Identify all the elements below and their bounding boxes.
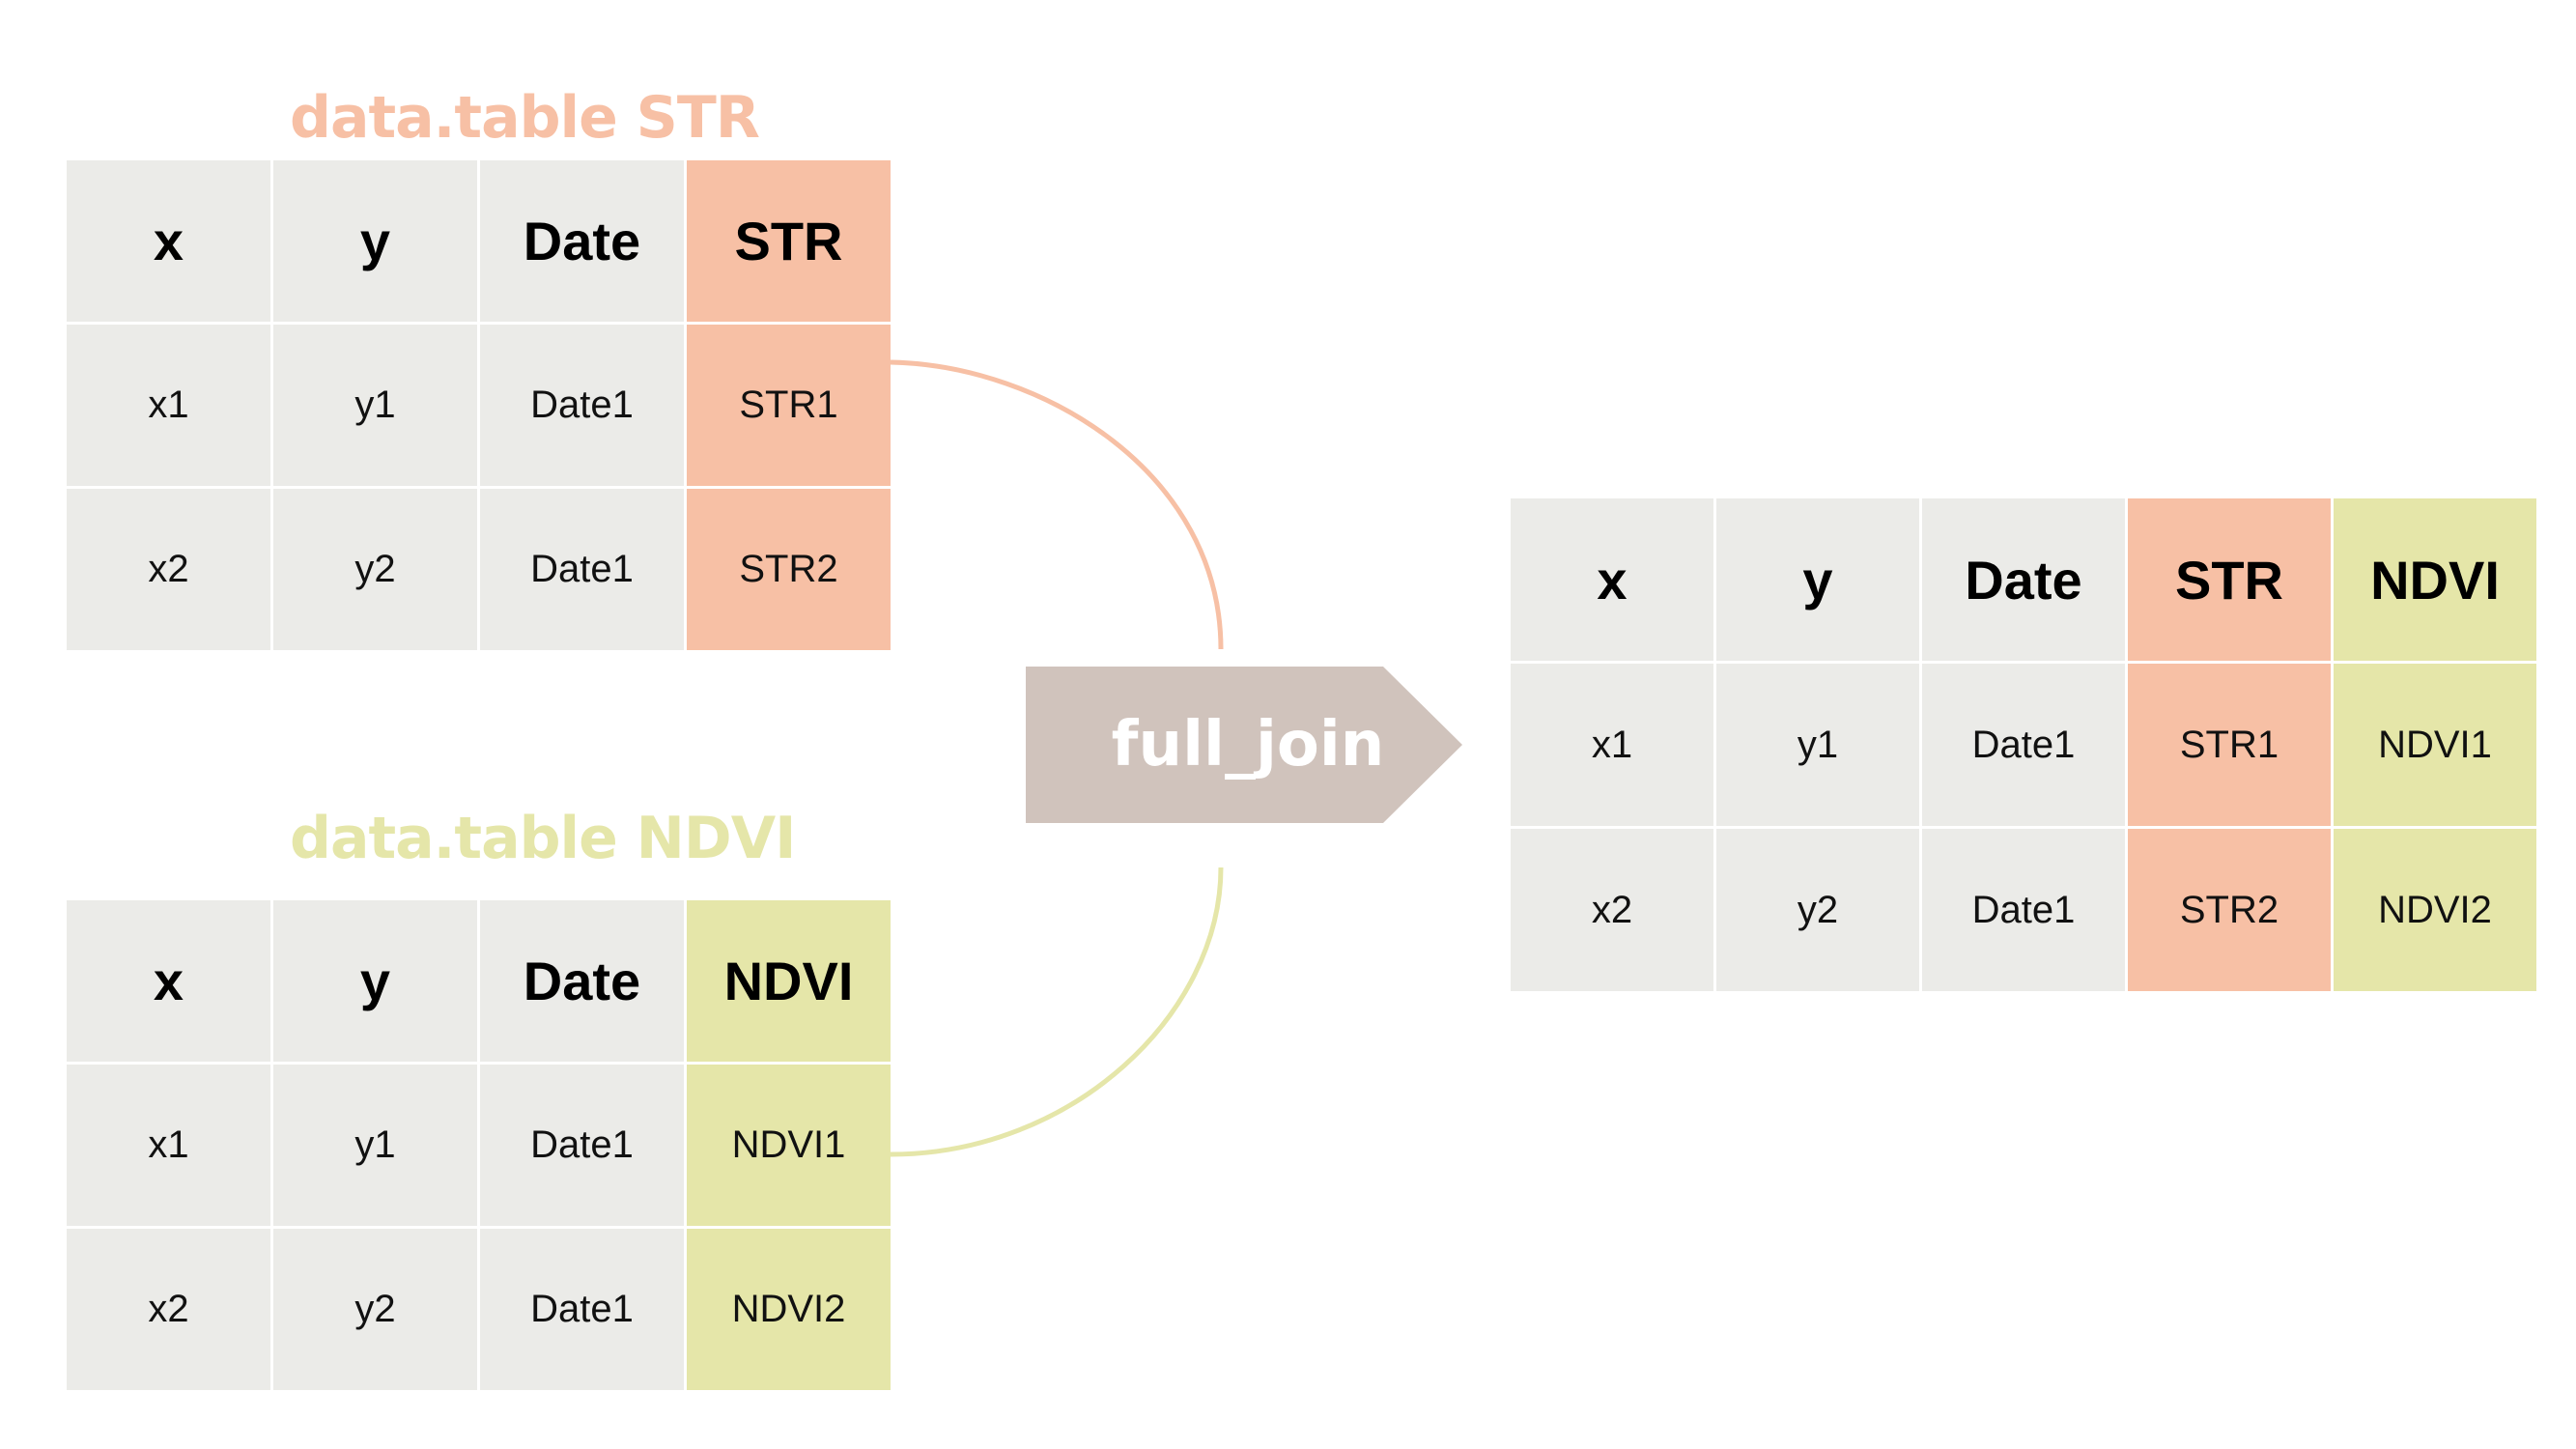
table-ndvi-cell: Date1: [480, 1229, 684, 1390]
table-str-cell: x2: [67, 489, 270, 650]
result-cell: NDVI2: [2334, 829, 2536, 991]
result-cell: Date1: [1922, 664, 2125, 826]
arrow-shape: [1026, 667, 1462, 823]
result-cell: y1: [1716, 664, 1919, 826]
table-ndvi: x y Date NDVI x1 y1 Date1 NDVI1 x2 y2 Da…: [67, 900, 891, 1390]
connector-str-curve: [890, 359, 1224, 650]
table-ndvi-cell: x2: [67, 1229, 270, 1390]
table-str-header-x: x: [67, 160, 270, 322]
table-str-header-str: STR: [687, 160, 891, 322]
table-str-cell: x1: [67, 325, 270, 486]
table-ndvi-cell: y1: [273, 1065, 477, 1226]
table-str-cell: Date1: [480, 325, 684, 486]
table-str-cell: y1: [273, 325, 477, 486]
result-cell: y2: [1716, 829, 1919, 991]
table-ndvi-header-date: Date: [480, 900, 684, 1062]
result-cell: STR1: [2128, 664, 2331, 826]
table-str-cell: STR1: [687, 325, 891, 486]
table-str-header-date: Date: [480, 160, 684, 322]
result-cell: x2: [1511, 829, 1713, 991]
table-ndvi-header-ndvi: NDVI: [687, 900, 891, 1062]
table-str-title: data.table STR: [290, 84, 760, 152]
table-ndvi-cell: NDVI1: [687, 1065, 891, 1226]
table-ndvi-cell: Date1: [480, 1065, 684, 1226]
result-table: x y Date STR NDVI x1 y1 Date1 STR1 NDVI1…: [1511, 498, 2536, 991]
table-ndvi-title: data.table NDVI: [290, 805, 796, 872]
full-join-arrow: full_join: [1026, 667, 1462, 823]
table-ndvi-cell: NDVI2: [687, 1229, 891, 1390]
result-header-x: x: [1511, 498, 1713, 661]
table-str: x y Date STR x1 y1 Date1 STR1 x2 y2 Date…: [67, 160, 891, 650]
connector-ndvi-curve: [890, 867, 1224, 1157]
full-join-label: full_join: [1111, 709, 1385, 781]
result-header-ndvi: NDVI: [2334, 498, 2536, 661]
result-header-y: y: [1716, 498, 1919, 661]
result-header-str: STR: [2128, 498, 2331, 661]
table-str-cell: y2: [273, 489, 477, 650]
table-ndvi-cell: y2: [273, 1229, 477, 1390]
result-cell: NDVI1: [2334, 664, 2536, 826]
result-cell: x1: [1511, 664, 1713, 826]
result-header-date: Date: [1922, 498, 2125, 661]
result-cell: STR2: [2128, 829, 2331, 991]
table-ndvi-header-x: x: [67, 900, 270, 1062]
table-ndvi-header-y: y: [273, 900, 477, 1062]
table-str-cell: Date1: [480, 489, 684, 650]
table-str-header-y: y: [273, 160, 477, 322]
result-cell: Date1: [1922, 829, 2125, 991]
table-ndvi-cell: x1: [67, 1065, 270, 1226]
table-str-cell: STR2: [687, 489, 891, 650]
